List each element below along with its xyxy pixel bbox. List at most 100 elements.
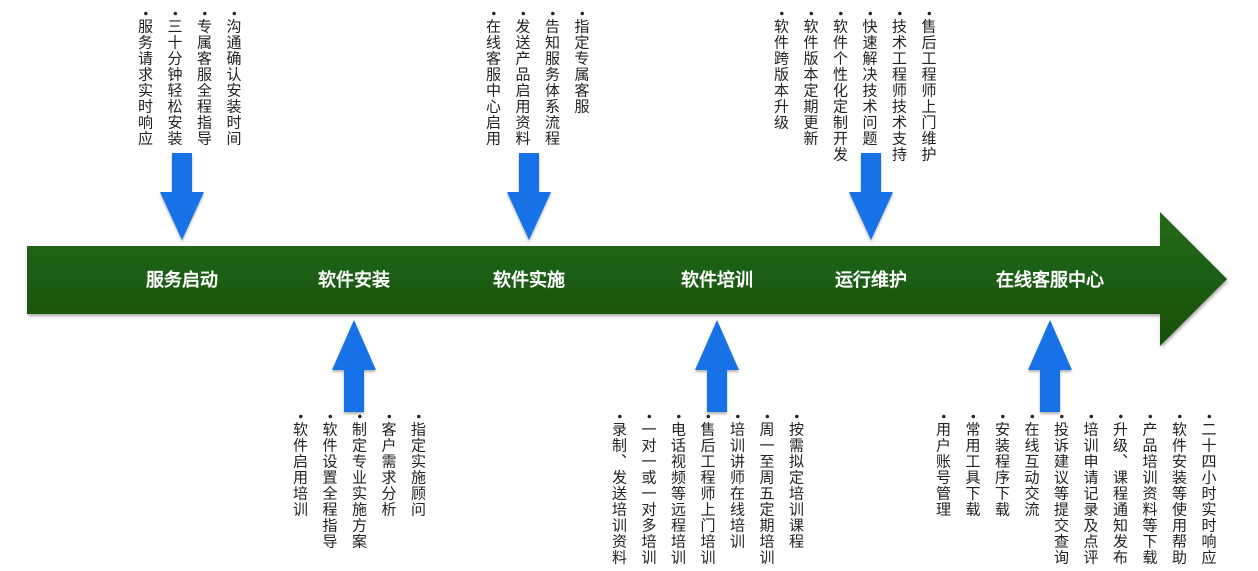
stage-item: •指定实施顾问: [403, 413, 432, 517]
bullet-icon: •: [411, 413, 425, 422]
stage-label: 在线客服中心: [996, 269, 1104, 291]
stage-item-text: 培训讲师在线培训: [728, 421, 746, 550]
bullet-icon: •: [671, 413, 685, 422]
bullet-icon: •: [486, 10, 500, 19]
bullet-icon: •: [574, 10, 589, 19]
stage-item-text: 在线客服中心启用: [484, 18, 502, 147]
bullet-icon: •: [293, 413, 307, 422]
timeline-arrow-bar: [27, 212, 1227, 346]
bullet-icon: •: [612, 413, 626, 422]
bullet-icon: •: [892, 10, 906, 19]
bullet-icon: •: [789, 413, 803, 422]
stage-item-text: 安装程序下载: [993, 421, 1011, 518]
stage-item: •常用工具下载: [958, 413, 987, 517]
stage-item: •三十分钟轻松安装: [160, 10, 189, 146]
bullet-icon: •: [1083, 413, 1098, 422]
stage-item: •电话视频等远程培训: [663, 413, 692, 565]
stage-item: •产品培训资料等下载: [1135, 413, 1164, 565]
stage-item-text: 客户需求分析: [379, 421, 398, 518]
stage-item-text: 软件跨版本升级: [772, 18, 790, 131]
stage-item: •软件跨版本升级: [766, 10, 795, 130]
stage-item-text: 二十四小时实时响应: [1199, 421, 1218, 566]
bullet-icon: •: [515, 10, 530, 19]
stage-item-text: 投诉建议等提交查询: [1052, 421, 1070, 566]
bullet-icon: •: [1142, 413, 1157, 422]
stage-item-text: 服务请求实时响应: [136, 18, 154, 147]
stage-item: •软件安装等使用帮助: [1164, 413, 1193, 565]
bullet-icon: •: [1172, 413, 1186, 422]
stage-item: •售后工程师上门培训: [693, 413, 722, 565]
bullet-icon: •: [921, 10, 936, 19]
bullet-icon: •: [1054, 413, 1068, 422]
stage-item: •录制、发送培训资料: [604, 413, 633, 565]
bullet-icon: •: [833, 10, 847, 19]
bullet-icon: •: [1024, 413, 1039, 422]
stage-item-text: 在线互动交流: [1022, 421, 1041, 518]
stage-item-text: 产品培训资料等下载: [1140, 421, 1159, 566]
arrow-down-icon: [849, 153, 893, 240]
bullet-icon: •: [167, 10, 182, 19]
bullet-icon: •: [730, 413, 744, 422]
stage-item-text: 专属客服全程指导: [195, 18, 213, 147]
stage-item-text: 技术工程师技术支持: [890, 18, 908, 163]
stage-item: •一对一或一对多培训: [634, 413, 663, 565]
stage-item: •软件版本定期更新: [796, 10, 825, 146]
stage-item-text: 三十分钟轻松安装: [165, 18, 184, 147]
stage-item: •快速解决技术问题: [855, 10, 884, 146]
stage-label: 运行维护: [835, 269, 907, 291]
stage-item-text: 发送产品启用资料: [513, 18, 532, 147]
stage-item-text: 升级、课程通知发布: [1111, 421, 1129, 566]
bullet-icon: •: [226, 10, 241, 19]
stage-item-text: 售后工程师上门维护: [919, 18, 938, 163]
stage-item: •指定专属客服: [567, 10, 596, 114]
stage-item-text: 快速解决技术问题: [860, 18, 879, 147]
stage-item-text: 按需拟定培训课程: [787, 421, 805, 550]
stage-item: •服务请求实时响应: [130, 10, 159, 146]
stage-item: •培训申请记录及点评: [1076, 413, 1105, 565]
bullet-icon: •: [197, 10, 211, 19]
arrow-down-icon: [507, 153, 551, 240]
stage-item: •发送产品启用资料: [508, 10, 537, 146]
stage-item-text: 软件设置全程指导: [320, 421, 339, 550]
stage-item: •培训讲师在线培训: [722, 413, 751, 549]
stage-item: •沟通确认安装时间: [219, 10, 248, 146]
arrow-up-icon: [1028, 320, 1072, 412]
stage-item-text: 售后工程师上门培训: [698, 421, 717, 566]
stage-item: •投诉建议等提交查询: [1046, 413, 1075, 565]
stage-item-text: 制定专业实施方案: [350, 421, 368, 550]
arrow-up-icon: [332, 320, 376, 412]
stage-item: •软件设置全程指导: [315, 413, 344, 549]
stage-item-text: 用户账号管理: [934, 421, 952, 518]
bullet-icon: •: [862, 10, 877, 19]
stage-item: •周一至周五定期培训: [752, 413, 781, 565]
bullet-icon: •: [1113, 413, 1127, 422]
stage-item: •客户需求分析: [374, 413, 403, 517]
bullet-icon: •: [641, 413, 656, 422]
stage-label: 软件培训: [681, 269, 753, 291]
stage-label: 软件安装: [318, 269, 390, 291]
stage-item: •在线互动交流: [1017, 413, 1046, 517]
stage-item: •软件启用培训: [285, 413, 314, 517]
stage-item: •安装程序下载: [987, 413, 1016, 517]
stage-label: 软件实施: [493, 269, 565, 291]
stage-item-text: 录制、发送培训资料: [610, 421, 628, 566]
bullet-icon: •: [759, 413, 774, 422]
arrow-up-icon: [695, 320, 739, 412]
stage-item-text: 周一至周五定期培训: [757, 421, 776, 566]
bullet-icon: •: [803, 10, 818, 19]
stage-item-text: 培训申请记录及点评: [1081, 421, 1100, 566]
stage-item: •软件个性化定制开发: [825, 10, 854, 162]
bullet-icon: •: [700, 413, 715, 422]
stage-item-text: 常用工具下载: [963, 421, 982, 518]
bullet-icon: •: [322, 413, 337, 422]
stage-item-text: 一对一或一对多培训: [639, 421, 658, 566]
stage-item-text: 沟通确认安装时间: [224, 18, 243, 147]
stage-item: •二十四小时实时响应: [1194, 413, 1223, 565]
stage-item-text: 软件安装等使用帮助: [1170, 421, 1188, 566]
bullet-icon: •: [936, 413, 950, 422]
stage-label: 服务启动: [146, 269, 218, 291]
stage-item: •在线客服中心启用: [478, 10, 507, 146]
stage-item-text: 电话视频等远程培训: [669, 421, 687, 566]
stage-item: •专属客服全程指导: [189, 10, 218, 146]
